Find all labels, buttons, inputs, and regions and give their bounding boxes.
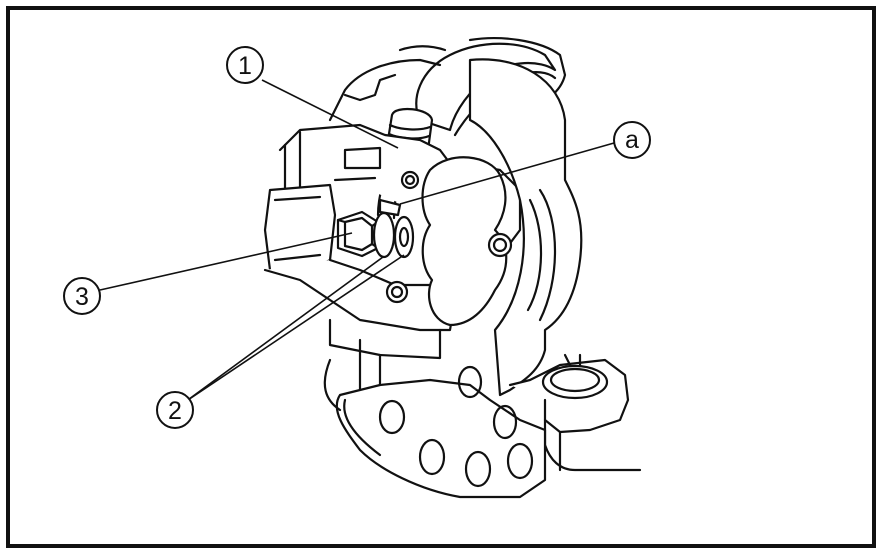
callout-2: 2: [156, 391, 194, 429]
leader-1: [261, 79, 399, 149]
caliper-illustration: [263, 37, 642, 499]
leader-lines: [99, 79, 615, 403]
leader-3: [99, 232, 353, 291]
callout-1-label: 1: [238, 52, 252, 80]
callout-3: 3: [63, 277, 101, 315]
copper-washer: [393, 215, 415, 259]
steering-knuckle: [468, 58, 583, 397]
bleeder-bolt: [400, 170, 420, 190]
callout-1: 1: [226, 46, 264, 84]
callout-a: a: [613, 121, 651, 159]
pin-bolt: [487, 232, 513, 258]
copper-washer: [372, 211, 396, 259]
leader-2b: [184, 254, 405, 403]
callout-3-label: 3: [75, 283, 89, 311]
callout-2-label: 2: [168, 397, 182, 425]
callout-a-label: a: [625, 126, 639, 154]
leader-a: [399, 142, 615, 205]
lower-bolt: [385, 280, 409, 304]
brake-disc: [335, 378, 547, 499]
leader-2a: [184, 256, 384, 403]
caliper-lower: [263, 258, 457, 332]
